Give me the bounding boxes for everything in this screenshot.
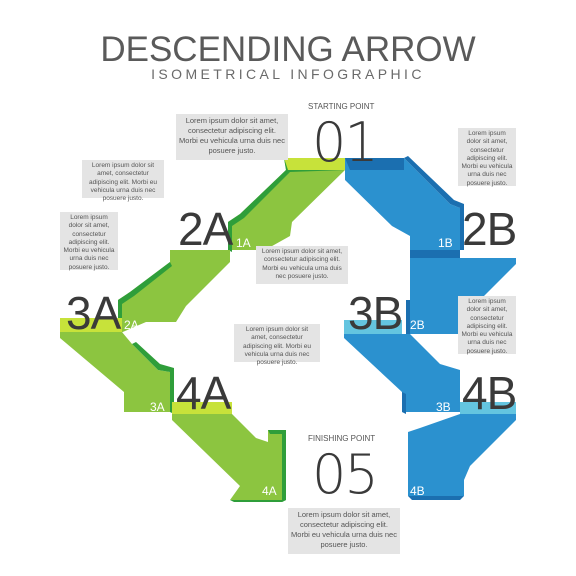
textbox-1A: Lorem ipsum dolor sit amet, consectetur … <box>256 246 348 284</box>
green-band-3A <box>60 318 122 332</box>
green-arrow-segment-2 <box>118 250 230 334</box>
step-label-4B: 4B <box>462 367 517 419</box>
finishing-point-label: FINISHING POINT <box>308 434 376 443</box>
step-label-4A: 4A <box>176 367 231 419</box>
tag-2B: 2B <box>410 318 425 332</box>
textbox-3A: Lorem ipsum dolor sit amet, consectetur … <box>60 212 118 271</box>
blue-band-2B <box>410 250 460 258</box>
green-arrow-segment-4 <box>172 414 286 500</box>
blue-band-4B <box>460 402 516 414</box>
green-arrow-segment-1 <box>228 158 345 250</box>
tag-3B: 3B <box>436 400 451 414</box>
green-arrow-top-1 <box>284 158 345 170</box>
textbox-4B: Lorem ipsum dolor sit amet, consectetur … <box>458 296 516 355</box>
blue-arrow-segment-4 <box>408 414 516 496</box>
step-label-2A: 2A <box>178 203 233 255</box>
textbox-start: Lorem ipsum dolor sit amet, consectetur … <box>176 114 288 160</box>
blue-arrow-segment-3 <box>344 334 460 412</box>
textbox-finish: Lorem ipsum dolor sit amet, consectetur … <box>288 508 400 554</box>
green-arrow-segment-3 <box>60 332 170 412</box>
step-label-2B: 2B <box>462 203 517 255</box>
blue-arrow-side-3 <box>402 392 406 414</box>
green-arrow-side-2 <box>118 262 172 336</box>
page-subtitle: ISOMETRICAL INFOGRAPHIC <box>151 66 425 82</box>
starting-point-label: STARTING POINT <box>308 102 375 111</box>
finishing-point-number: 05 <box>312 443 379 506</box>
blue-band-3B <box>344 320 402 334</box>
blue-arrow-segment-1 <box>345 158 460 250</box>
starting-point-number: 01 <box>312 111 379 174</box>
textbox-2B: Lorem ipsum dolor sit amet, consectetur … <box>458 128 516 187</box>
page-title: DESCENDING ARROW <box>100 30 476 69</box>
tag-4A: 4A <box>262 484 277 498</box>
blue-arrow-top-1 <box>345 158 404 170</box>
step-label-3B: 3B <box>348 287 403 339</box>
blue-arrow-side-2 <box>406 300 410 334</box>
blue-arrow-head-dark <box>408 496 464 500</box>
textbox-2A: Lorem ipsum dolor sit amet, consectetur … <box>82 160 164 202</box>
tag-2A: 2A <box>124 318 139 332</box>
tag-1B: 1B <box>438 236 453 250</box>
tag-3A: 3A <box>150 400 165 414</box>
green-arrow-side-4 <box>268 430 286 502</box>
tag-4B: 4B <box>410 484 425 498</box>
step-label-3A: 3A <box>66 287 121 339</box>
green-arrow-head-dark <box>230 500 286 502</box>
green-band-4A <box>172 402 232 414</box>
tag-1A: 1A <box>236 236 251 250</box>
blue-arrow-side-1 <box>404 156 464 250</box>
textbox-4A: Lorem ipsum dolor sit amet, consectetur … <box>234 324 320 366</box>
